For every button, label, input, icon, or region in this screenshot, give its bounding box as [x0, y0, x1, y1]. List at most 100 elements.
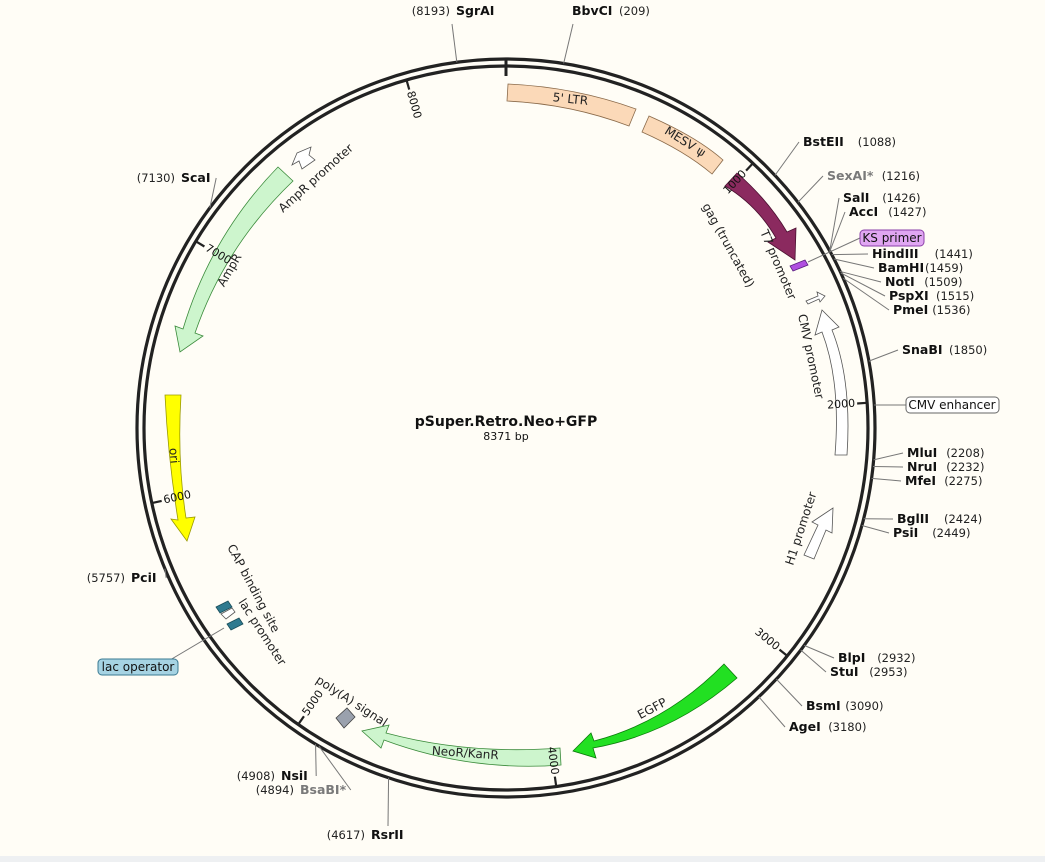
- feature-polya-signal[interactable]: [335, 707, 356, 729]
- site-leader-bsabi: [318, 745, 352, 791]
- feature-h1-promoter[interactable]: [803, 507, 834, 560]
- restriction-sites: SgrAI (8193) BbvCI (209) BstEII (1088) SexAI* (…: [87, 3, 988, 842]
- ks-primer-leader: [807, 237, 861, 263]
- site-name-blpi[interactable]: BlpI: [838, 650, 865, 665]
- site-leader-pspxi: [840, 272, 886, 297]
- site-leader-agei: [758, 696, 786, 728]
- site-leader-snabi: [868, 349, 899, 362]
- site-name-mlui[interactable]: MluI: [907, 445, 937, 460]
- site-position-sexai: (1216): [882, 169, 920, 183]
- feature-cmv-promoter[interactable]: [814, 309, 849, 456]
- site-leader-scai: [209, 177, 217, 208]
- cmv-enhancer-label: CMV enhancer: [908, 398, 995, 412]
- site-name-bsteii[interactable]: BstEII: [803, 134, 844, 149]
- site-name-acci[interactable]: AccI: [849, 204, 878, 219]
- ks-primer-label: KS primer: [862, 231, 921, 245]
- tick-mark-4000: [553, 776, 558, 787]
- site-position-scai: (7130): [137, 171, 175, 185]
- boxed-labels: KS primer CMV enhancer lac operator: [97, 229, 1000, 676]
- site-name-bbvci[interactable]: BbvCI: [572, 3, 612, 18]
- ks-primer-mark: [789, 259, 809, 272]
- feature-lac-promoter[interactable]: [220, 607, 236, 620]
- site-position-bglii: (2424): [944, 512, 982, 526]
- tick-mark-6000: [151, 499, 162, 505]
- site-name-scai[interactable]: ScaI: [181, 170, 211, 185]
- site-name-agei[interactable]: AgeI: [789, 719, 821, 734]
- site-name-hindiii[interactable]: HindIII: [872, 246, 919, 261]
- lac-operator-leader: [169, 627, 225, 661]
- site-name-snabi[interactable]: SnaBI: [902, 342, 943, 357]
- lac-operator-box[interactable]: [97, 658, 179, 676]
- tick-mark-1000: [745, 162, 754, 172]
- site-name-rsrii[interactable]: RsrII: [371, 827, 404, 842]
- site-position-bsabi: (4894): [256, 783, 294, 797]
- site-position-blpi: (2932): [877, 651, 915, 665]
- site-name-noti[interactable]: NotI: [885, 274, 915, 289]
- site-position-sali: (1426): [882, 191, 920, 205]
- site-position-bsteii: (1088): [858, 135, 896, 149]
- site-position-pcii: (5757): [87, 571, 125, 585]
- site-name-bamhi[interactable]: BamHI: [878, 260, 924, 275]
- feature-t7-promoter[interactable]: [805, 291, 826, 305]
- site-name-stui[interactable]: StuI: [830, 664, 859, 679]
- site-name-bsmi[interactable]: BsmI: [806, 698, 841, 713]
- site-position-bamhi: (1459): [925, 261, 963, 275]
- site-name-pspxi[interactable]: PspXI: [889, 288, 929, 303]
- tick-label-2000: 2000: [827, 397, 856, 412]
- feature-neor-kanr[interactable]: [361, 724, 562, 767]
- site-name-nrui[interactable]: NruI: [907, 459, 937, 474]
- plasmid-name: pSuper.Retro.Neo+GFP: [415, 414, 598, 430]
- site-leader-sexai: [797, 175, 824, 203]
- feature-egfp[interactable]: [572, 663, 738, 759]
- site-position-acci: (1427): [888, 205, 926, 219]
- feature-cap-binding-site[interactable]: [215, 600, 244, 631]
- site-name-bglii[interactable]: BglII: [897, 511, 929, 526]
- feature-mesv-psi[interactable]: [641, 115, 724, 175]
- site-leader-sgrai: [451, 23, 458, 63]
- site-name-nsii[interactable]: NsiI: [281, 768, 308, 783]
- site-leader-bsmi: [776, 678, 803, 707]
- site-position-mfei: (2275): [944, 474, 982, 488]
- site-leader-psii: [861, 525, 890, 534]
- ks-primer-box[interactable]: [859, 229, 925, 247]
- site-name-sexai[interactable]: SexAI*: [827, 168, 874, 183]
- feature-ampr[interactable]: [174, 166, 294, 353]
- backbone: [135, 57, 877, 799]
- site-name-sali[interactable]: SalI: [843, 190, 869, 205]
- feature-label-5-ltr: 5' LTR: [552, 90, 589, 108]
- site-leader-nsii: [315, 744, 317, 777]
- site-name-sgrai[interactable]: SgrAI: [456, 3, 494, 18]
- site-leader-bamhi: [833, 258, 875, 269]
- tick-label-4000: 4000: [545, 746, 562, 776]
- feature-gag-truncated[interactable]: [724, 172, 797, 261]
- site-name-psii[interactable]: PsiI: [893, 525, 918, 540]
- site-position-agei: (3180): [828, 720, 866, 734]
- tick-mark-2000: [857, 401, 868, 405]
- tick-label-6000: 6000: [162, 488, 192, 507]
- site-name-pcii[interactable]: PciI: [131, 570, 157, 585]
- tick-mark-3000: [778, 648, 788, 657]
- site-name-bsabi[interactable]: BsaBI*: [300, 782, 347, 797]
- site-leader-mfei: [871, 477, 902, 482]
- tick-mark-7000: [195, 240, 205, 248]
- site-name-pmei[interactable]: PmeI: [893, 302, 928, 317]
- feature-ampr-promoter[interactable]: [291, 146, 316, 170]
- center-title: pSuper.Retro.Neo+GFP 8371 bp: [415, 414, 598, 443]
- bottom-strip: [0, 856, 1045, 862]
- site-name-mfei[interactable]: MfeI: [905, 473, 936, 488]
- feature-ori[interactable]: [164, 394, 196, 542]
- feature-label-gag-truncated: gag (truncated): [699, 201, 757, 290]
- site-position-bbvci: (209): [619, 4, 650, 18]
- feature-5-ltr[interactable]: [506, 83, 637, 127]
- site-position-mlui: (2208): [946, 446, 984, 460]
- site-leader-rsrii: [387, 777, 390, 827]
- site-position-sgrai: (8193): [412, 4, 450, 18]
- cmv-enhancer-box[interactable]: [905, 396, 1000, 414]
- tick-mark-8000: [405, 79, 411, 90]
- site-position-snabi: (1850): [949, 343, 987, 357]
- site-position-hindiii: (1441): [935, 247, 973, 261]
- site-leader-pcii: [164, 568, 167, 579]
- site-position-pmei: (1536): [932, 303, 970, 317]
- site-position-bsmi: (3090): [845, 699, 883, 713]
